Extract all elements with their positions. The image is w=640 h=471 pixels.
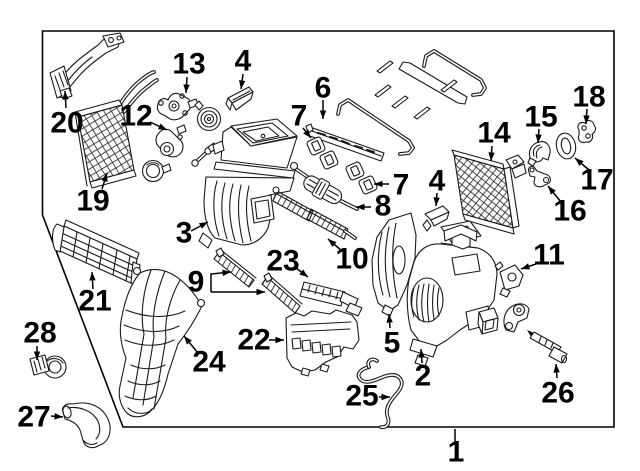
callout-label-26: 26 [541,377,574,410]
part-17-seal-ring [555,132,577,160]
callout-arrowhead-9 [256,288,265,296]
callout-arrowhead-4 [433,197,440,206]
callout-arrowhead-19 [101,173,108,183]
callout-label-16: 16 [553,195,586,228]
callout-arrowhead-12 [157,123,167,130]
callout-label-15: 15 [524,101,557,134]
part-7-clips-right [345,161,378,195]
callout-label-9: 9 [188,266,205,299]
part-4-bracket-left [225,86,254,111]
callout-arrowhead-26 [553,364,560,373]
callout-label-11: 11 [533,239,565,272]
callout-label-8: 8 [375,190,392,223]
callout-label-25: 25 [345,380,378,413]
callout-arrowhead-2 [418,349,425,358]
part-18-grommet [577,120,597,144]
callout-label-27: 27 [17,401,50,434]
callout-label-3: 3 [176,217,193,250]
callout-arrowhead-15 [535,134,542,143]
callout-arrowhead-23 [299,269,308,277]
seal-strips-group [336,49,487,156]
part-3-heater-case [198,118,298,249]
part-13-actuator-motor [156,92,199,121]
callout-label-13: 13 [172,48,205,81]
callout-arrowhead-13 [183,84,190,93]
part-1-assembly-border [41,30,615,428]
callout-arrowhead-20 [62,91,69,100]
damper-wheel-detail [194,100,222,132]
callout-arrowhead-10 [328,239,337,247]
block-bracket-detail [477,307,499,335]
callout-arrowhead-6 [319,110,327,119]
callout-label-23: 23 [266,245,299,278]
callout-arrowhead-17 [575,158,584,166]
callout-label-19: 19 [76,185,109,218]
callout-arrowhead-5 [386,314,393,323]
callout-arrowhead-14 [488,152,495,161]
callout-label-1: 1 [448,436,465,469]
part-7-clips-left [306,136,339,170]
part-24-floor-duct [118,266,206,418]
part-9-louver-strips [213,247,303,314]
part-8-control-rod [289,161,359,211]
callout-arrowhead-24 [184,336,192,345]
part-26-sensor-pin [527,330,568,364]
callout-label-12: 12 [119,100,152,133]
part-25-hose [356,357,404,430]
part-22-lower-case [285,309,360,377]
part-11-actuator [494,261,524,298]
callout-arrowhead-3 [198,222,208,229]
part-23-rail-bracket [299,281,363,317]
callout-label-2: 2 [415,360,432,393]
callout-label-4: 4 [429,165,446,198]
part-5-case-panel [371,212,417,317]
callout-label-10: 10 [335,243,368,276]
callout-label-28: 28 [23,317,56,350]
callout-arrowhead-27 [54,413,63,420]
callout-arrowhead-7 [374,180,383,188]
callout-arrowhead-4 [238,80,246,89]
callout-arrowhead-18 [583,115,590,124]
part-10-louver-strip [272,186,357,240]
part-4-bracket-right [422,205,450,232]
callout-label-22: 22 [237,324,270,357]
part-12-actuator [155,124,187,158]
channel-bracket-detail [443,224,478,250]
callout-label-14: 14 [477,117,511,150]
round-actuator-detail [141,159,172,183]
callout-arrowhead-7 [303,129,311,138]
part-16-bracket [527,165,551,188]
crank-lever-detail [191,142,218,167]
callout-arrowhead-28 [33,351,41,360]
callout-label-24: 24 [192,346,226,379]
callout-arrowhead-11 [521,263,531,270]
callout-label-5: 5 [384,327,401,360]
cam-plate-detail [503,303,530,333]
part-14-evaporator-core [451,149,527,235]
callout-label-21: 21 [78,285,111,318]
part-27-duct-elbow [62,402,111,449]
callout-arrowhead-9 [222,269,231,277]
callout-label-7: 7 [393,169,410,202]
callout-label-20: 20 [50,107,83,140]
callout-label-7: 7 [291,100,308,133]
callout-arrowhead-8 [356,203,365,211]
part-19-heater-core [74,70,159,189]
callout-arrowhead-16 [548,186,556,195]
callout-label-17: 17 [580,164,613,197]
callout-arrowhead-21 [89,272,96,281]
callout-arrow-9 [210,271,232,292]
callout-label-6: 6 [315,72,332,105]
part-28-clip [29,354,67,379]
part-21-grille-panel [52,219,141,287]
parts-artwork [29,32,597,449]
callout-label-18: 18 [572,81,605,114]
callout-arrowhead-25 [381,393,390,401]
callout-label-4: 4 [235,45,252,78]
callout-arrowhead-22 [275,336,284,344]
part-20-bracket-arm [49,32,125,100]
part-15-grommet [527,141,551,167]
